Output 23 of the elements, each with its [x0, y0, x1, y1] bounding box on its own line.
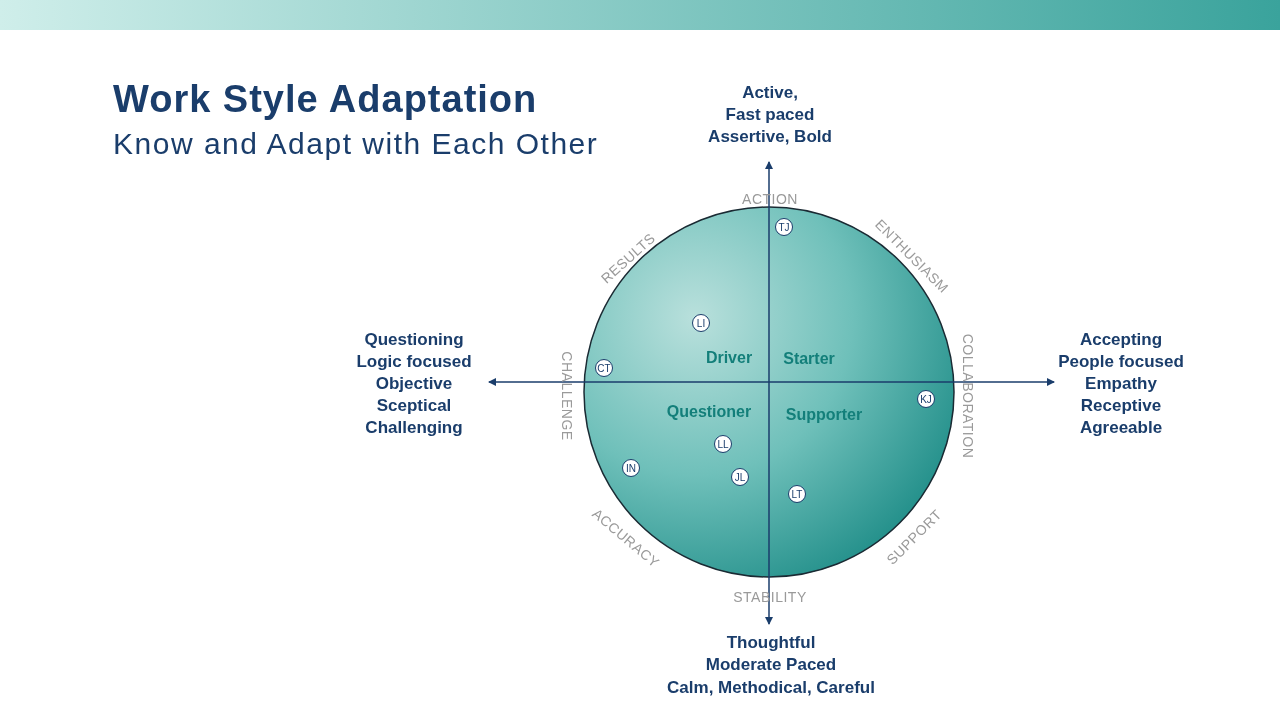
- axis-label: Active,: [742, 83, 798, 103]
- axis-label: Empathy: [1085, 374, 1157, 394]
- quadrant-label: Supporter: [785, 406, 863, 424]
- axis-label: Fast paced: [725, 105, 815, 125]
- quadrant-label: Starter: [783, 350, 835, 368]
- axis-label: Assertive, Bold: [708, 127, 832, 147]
- axis-label: Calm, Methodical, Careful: [667, 678, 875, 698]
- axis-label: Receptive: [1080, 396, 1162, 416]
- axis-label: Logic focused: [356, 352, 472, 372]
- axis-label: Agreeable: [1079, 418, 1163, 438]
- axis-label: Questioning: [364, 330, 464, 350]
- quadrant-label: Driver: [705, 349, 753, 367]
- dimension-label: COLLABORATION: [960, 333, 976, 459]
- axis-label: Thoughtful: [726, 633, 816, 653]
- axis-label: Accepting: [1079, 330, 1163, 350]
- axis-label: People focused: [1058, 352, 1184, 372]
- axis-label: Moderate Paced: [705, 655, 837, 675]
- axis-label: Challenging: [365, 418, 463, 438]
- axis-label: Sceptical: [376, 396, 452, 416]
- axis-label: Objective: [375, 374, 453, 394]
- slide-title: Work Style Adaptation: [113, 78, 538, 121]
- dimension-label: CHALLENGE: [559, 351, 575, 441]
- subtitle: Know and Adapt with Each Other: [113, 127, 599, 161]
